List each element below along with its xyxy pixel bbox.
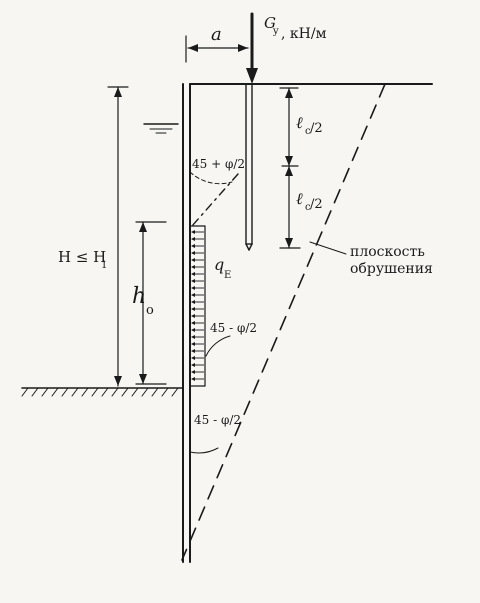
pressure-arrow-head [191, 251, 195, 255]
lc-bottom-sub: c [305, 202, 311, 213]
lc-top-label: ℓ [296, 113, 303, 132]
lc-bottom-frac: /2 [310, 197, 323, 212]
pressure-arrow-head [191, 377, 195, 381]
failure-plane-leader [309, 241, 347, 255]
pressure-arrow-head [191, 328, 195, 332]
failure-plane-line [181, 83, 386, 561]
pressure-subscript: E [224, 270, 231, 281]
offset-label: a [211, 24, 222, 45]
load-arrow-head [246, 68, 258, 84]
soil-hatching [21, 387, 179, 397]
angle-arc-mid [205, 335, 231, 357]
angle-low-label: 45 - φ/2 [194, 413, 241, 427]
pressure-arrow-head [191, 314, 195, 318]
pressure-arrow-head [191, 230, 195, 234]
failure-plane-label-2: обрушения [350, 261, 433, 277]
water-level-mark [143, 123, 179, 134]
failure-plane-label-1: плоскость [350, 244, 425, 260]
pressure-arrow-head [191, 349, 195, 353]
pressure-arrow-head [191, 342, 195, 346]
embed-height-subscript: o [146, 303, 154, 318]
pressure-arrow-head [191, 335, 195, 339]
pressure-arrow-head [191, 272, 195, 276]
height-label: H ≤ H [58, 248, 106, 266]
angle-arc-top [189, 171, 233, 185]
angle-mid-label: 45 - φ/2 [210, 321, 257, 335]
lc-bottom-label: ℓ [296, 189, 303, 208]
anchor-rod [245, 83, 253, 245]
pressure-arrow-head [191, 237, 195, 241]
load-label: G [264, 14, 276, 32]
pressure-arrow-head [191, 286, 195, 290]
pressure-arrow-head [191, 321, 195, 325]
pressure-arrow-head [191, 300, 195, 304]
pressure-arrow-head [191, 279, 195, 283]
passive-wedge-line [191, 173, 239, 227]
pressure-arrow-head [191, 307, 195, 311]
pressure-diagram [189, 225, 206, 387]
pressure-arrow-head [191, 244, 195, 248]
load-unit: , кН/м [281, 26, 327, 42]
angle-top-label: 45 + φ/2 [192, 157, 245, 171]
pressure-arrow-head [191, 370, 195, 374]
pressure-arrow-head [191, 356, 195, 360]
angle-arc-low [189, 447, 219, 454]
pressure-arrow-head [191, 293, 195, 297]
embed-height-label: h [132, 284, 146, 309]
pressure-arrow-head [191, 363, 195, 367]
lc-top-sub: c [305, 126, 311, 137]
lc-top-frac: /2 [310, 121, 323, 136]
load-subscript: y [272, 26, 279, 37]
pressure-arrow-head [191, 265, 195, 269]
pressure-label: q [214, 255, 224, 274]
pressure-arrow-head [191, 258, 195, 262]
height-subscript: 1 [101, 260, 107, 271]
